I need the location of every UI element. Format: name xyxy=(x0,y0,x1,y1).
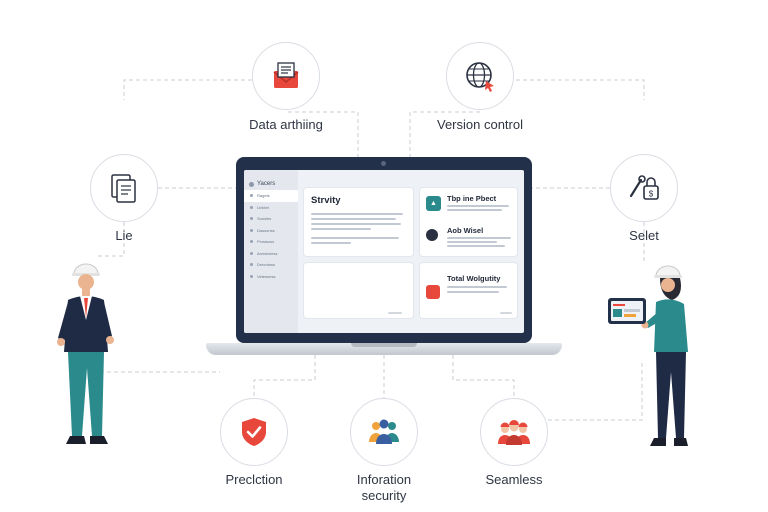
seamless-label: Seamless xyxy=(485,472,543,487)
lie-label: Lie xyxy=(115,228,133,243)
app-brand: Yacers xyxy=(244,178,298,190)
text-line xyxy=(447,205,509,207)
item-title-2: Aob Wisel xyxy=(447,226,484,235)
sidebar-item-7[interactable]: Drecntoss xyxy=(244,259,298,271)
laptop-base xyxy=(206,343,562,355)
version-control-label: Version control xyxy=(437,117,523,132)
sidebar-item-4[interactable]: Dassonss xyxy=(244,225,298,237)
items-card[interactable]: ▲ Tbp ine Pbect Aob Wisel xyxy=(419,187,518,257)
connector-lie xyxy=(96,222,125,257)
text-line xyxy=(311,218,396,220)
email-archive-icon xyxy=(273,62,299,88)
precliction-node[interactable] xyxy=(220,398,288,466)
connector-version-control-right xyxy=(516,79,645,100)
text-line xyxy=(311,242,351,244)
text-line xyxy=(447,209,502,211)
sidebar-item-label: Arrestoress xyxy=(257,250,278,256)
alert-icon xyxy=(426,285,440,299)
documents-icon xyxy=(111,174,136,203)
information-security-label: Inforation security xyxy=(356,472,412,503)
text-line xyxy=(311,228,371,230)
globe-cursor-icon xyxy=(466,62,494,92)
menu-bullet-icon xyxy=(250,194,253,198)
menu-bullet-icon xyxy=(250,205,253,209)
sidebar-item-label: Vetesness xyxy=(257,273,276,279)
item-title-3: Total Wolgutity xyxy=(447,274,501,283)
selet-node[interactable]: $ xyxy=(610,154,678,222)
sidebar-item-label: Ragets xyxy=(257,193,270,199)
item-title-1: Tbp ine Pbect xyxy=(447,194,497,203)
sidebar-item-1[interactable]: Ragets xyxy=(244,190,298,202)
businessman-figure xyxy=(57,263,114,444)
precliction-label: Preclction xyxy=(225,472,283,487)
text-line xyxy=(447,237,511,239)
webcam-dot xyxy=(381,161,386,166)
connector-precliction xyxy=(253,355,316,398)
data-archiving-label: Data arthiing xyxy=(249,117,323,132)
text-line xyxy=(447,291,499,293)
user-avatar-icon xyxy=(426,229,438,241)
sidebar-item-8[interactable]: Vetesness xyxy=(244,271,298,283)
text-line xyxy=(311,223,401,225)
app-brand-name: Yacers xyxy=(257,181,276,187)
total-card[interactable]: Total Wolgutity xyxy=(419,262,518,319)
sidebar-item-label: Linktet xyxy=(257,204,269,210)
data-archiving-node[interactable] xyxy=(252,42,320,110)
text-line xyxy=(311,237,399,239)
sidebar-item-3[interactable]: Sunsles xyxy=(244,213,298,225)
connector-data-archiving-left xyxy=(123,79,252,100)
team-group-icon xyxy=(369,419,399,444)
summary-card-title: Strvity xyxy=(311,195,341,206)
svg-text:$: $ xyxy=(649,190,654,199)
workers-group-icon xyxy=(498,420,530,445)
sidebar-item-label: Sunsles xyxy=(257,216,272,222)
menu-bullet-icon xyxy=(250,217,253,221)
menu-bullet-icon xyxy=(250,251,253,255)
lie-node[interactable] xyxy=(90,154,158,222)
engineer-with-tablet-figure xyxy=(608,265,688,446)
empty-widget-card[interactable] xyxy=(303,262,414,319)
sidebar-item-2[interactable]: Linktet xyxy=(244,202,298,214)
tablet-device xyxy=(608,298,646,324)
laptop-notch xyxy=(351,343,417,347)
brand-logo-icon xyxy=(249,181,254,187)
information-security-node[interactable] xyxy=(350,398,418,466)
seamless-node[interactable] xyxy=(480,398,548,466)
text-line xyxy=(447,286,507,288)
selet-label: Selet xyxy=(629,228,659,243)
laptop-screen: Yacers Ragets Linktet Sunsles Dassonss P… xyxy=(236,157,532,343)
menu-bullet-icon xyxy=(250,263,253,267)
version-control-node[interactable] xyxy=(446,42,514,110)
sidebar-item-5[interactable]: Prvsisoss xyxy=(244,236,298,248)
lock-key-icon: $ xyxy=(629,175,659,200)
menu-bullet-icon xyxy=(250,240,253,244)
text-line xyxy=(447,245,505,247)
sidebar-item-label: Drecntoss xyxy=(257,262,276,268)
project-icon: ▲ xyxy=(426,196,441,211)
sidebar-item-6[interactable]: Arrestoress xyxy=(244,248,298,260)
text-line xyxy=(311,213,403,215)
sidebar-item-label: Prvsisoss xyxy=(257,239,275,245)
app-sidebar: Yacers Ragets Linktet Sunsles Dassonss P… xyxy=(244,170,298,333)
card-footer-meta xyxy=(500,312,512,314)
connector-version-control xyxy=(409,111,480,160)
text-line xyxy=(447,241,497,243)
connector-seamless xyxy=(452,355,515,398)
shield-check-icon xyxy=(242,418,266,446)
sidebar-item-label: Dassonss xyxy=(257,227,275,233)
menu-bullet-icon xyxy=(250,274,253,278)
menu-bullet-icon xyxy=(250,228,253,232)
connector-person-right xyxy=(548,360,643,421)
card-footer-meta xyxy=(388,312,402,314)
connector-data-archiving xyxy=(288,111,359,160)
summary-card[interactable]: Strvity xyxy=(303,187,414,257)
dashboard-display: Yacers Ragets Linktet Sunsles Dassonss P… xyxy=(244,170,524,333)
